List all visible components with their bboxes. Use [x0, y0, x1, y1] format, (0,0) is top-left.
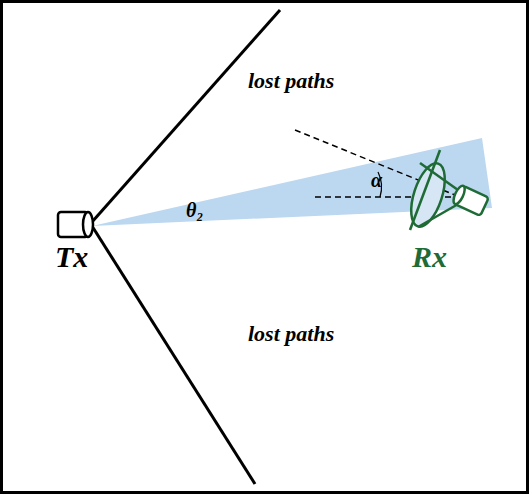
device-label: Tx [55, 242, 88, 272]
coverage-line [92, 10, 280, 222]
device-label: Rx [412, 242, 447, 272]
tx-antenna [58, 212, 93, 237]
region-label: lost paths [248, 70, 334, 92]
angle-label: α [371, 170, 382, 190]
angle-label: θ₂ [186, 200, 203, 220]
region-label: lost paths [248, 323, 334, 345]
rx-horn-antenna [404, 150, 488, 231]
coverage-line [92, 226, 255, 484]
